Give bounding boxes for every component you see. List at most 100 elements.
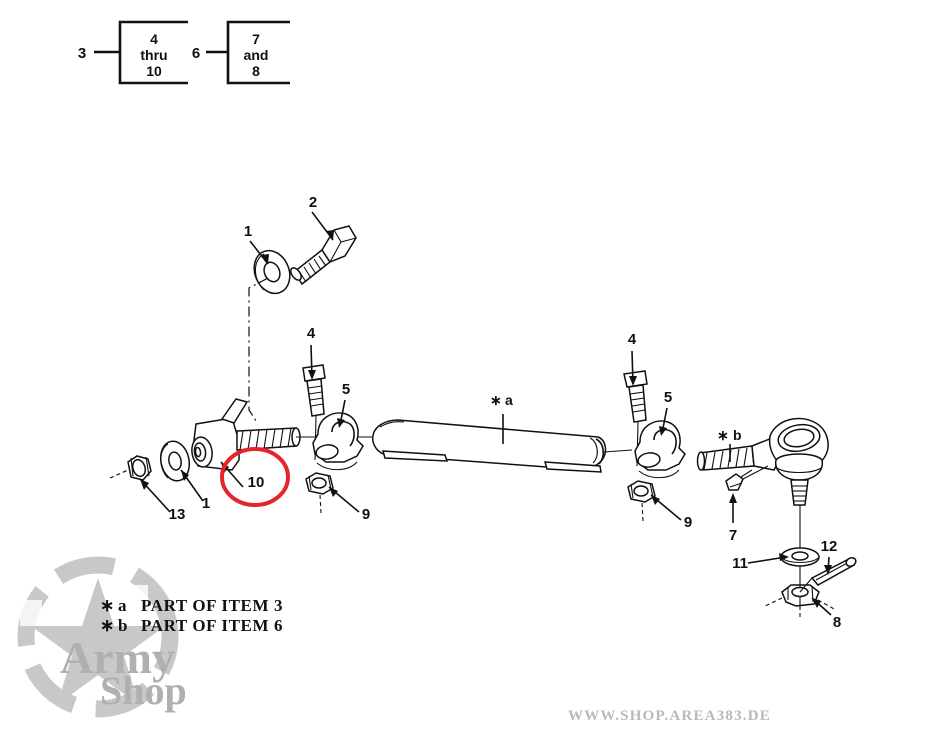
group-6-line-1: 7 [252,31,260,47]
legend-text-a: PART OF ITEM 3 [141,596,283,615]
group-6-line-2: and [244,47,269,63]
part-10-neck [220,398,249,424]
part-washer-top [253,249,291,295]
grease-fitting-lines [729,469,753,488]
star-shape [31,578,165,705]
part-tie-rod-tube [372,419,607,473]
legend-row-b: ∗ b PART OF ITEM 6 [100,616,282,635]
washer-11-hole [791,551,809,561]
callout-1-left: 1 [202,495,210,512]
callout-5-right: 5 [664,389,672,406]
leader-12-arrow [824,565,832,575]
hexnut-13-hole [131,458,147,478]
star-b-letter: b [733,427,742,443]
grease-fitting-stem [742,465,769,480]
part-10-collar-bore [194,446,202,458]
washer-1-left-shade [160,443,169,479]
bolt-top-head-facets [329,229,357,263]
clamp-5-left-base [316,461,358,471]
legend-letter-b: b [118,616,127,635]
star-ring [17,556,179,718]
cotter-pin-split [815,560,852,581]
tube-end-ring-1 [595,438,605,465]
nut-9-left-axis [319,494,322,514]
part-washer-11 [780,547,820,585]
star-a-letter: a [505,392,513,408]
group-3-line-1: 4 [150,31,158,47]
group-box-3: 3 4 thru 10 [78,20,188,85]
bolt-4-right-shank [628,384,647,423]
callout-4-right: 4 [628,331,637,348]
star-scuff-2 [130,585,148,599]
callout-8: 8 [833,614,841,631]
part-tie-rod-end-10 [191,398,301,471]
army-star-watermark [17,556,179,718]
callout-13: 13 [169,506,186,523]
washer-top-shade [254,253,265,291]
castle-nut-axis-right [817,599,837,611]
nut-9-left-facets [308,474,332,491]
leader-1-top-arrow [261,254,269,264]
legend-symbol-b: ∗ [100,616,114,635]
bolt-4-right-threads [629,391,646,413]
bolt-4-left-threads [307,385,324,407]
nut-9-right-axis [641,502,644,522]
callout-5-left: 5 [342,381,350,398]
legend-row-a: ∗ a PART OF ITEM 3 [100,596,283,615]
group-box-6: 6 7 and 8 [192,20,290,85]
group-3-number: 3 [78,45,86,62]
star-a-symbol: ∗ [490,392,502,408]
leader-11-arrow [779,553,789,561]
star-b-symbol: ∗ [717,427,729,443]
bolt-top-tip [290,267,302,281]
balljoint-thread-end [696,451,706,471]
leader-5-right-arrow [659,426,667,436]
clamp-5-right-base [638,469,680,479]
legend-letter-a: a [118,596,127,615]
washer-1-left-hole [168,451,182,471]
group-6-line-3: 8 [252,63,260,79]
clamp-5-right-inner-loop [653,428,677,455]
watermark-brand-line2: Shop [100,668,187,713]
nut-9-right-hole [633,485,649,497]
part-hexnut-13 [127,455,152,481]
group-3-line-3: 10 [146,63,162,79]
highlight-ring-item-10 [220,447,290,507]
balljoint-boot [775,453,824,481]
balljoint-stud-threads [792,485,807,502]
bolt-4-left-shank [306,378,325,417]
star-scuff-1 [20,600,42,626]
part-clamp-5-left [312,412,364,471]
tube-slot-left [381,450,449,462]
clamp-5-left-boss [315,444,339,460]
part-castle-nut-8 [762,584,837,620]
cotter-pin-eye [845,557,857,567]
clamp-5-right-boss [637,452,661,468]
leader-9-right-arrow [651,495,660,505]
part-10-threads [239,427,292,451]
nut-9-right-facets [630,482,654,499]
watermark-url: WWW.SHOP.AREA383.DE [568,708,771,724]
callout-12: 12 [821,538,838,555]
legend-symbol-a: ∗ [100,596,114,615]
callout-4-left: 4 [307,325,316,342]
leader-4-left-arrow [308,370,316,380]
centerline-washer-to-joint [248,277,269,425]
leader-13-arrow [140,479,149,490]
tube-end-ring-2 [589,437,598,464]
callout-9-left: 9 [362,506,370,523]
balljoint-boot-ring [776,467,822,474]
callout-7: 7 [729,527,737,544]
leader-8-arrow [812,598,821,608]
tube-slot-right [543,461,602,473]
clamp-5-left-inner-loop [331,420,355,447]
axis-dash-left [109,469,129,479]
callout-9-right: 9 [684,514,692,531]
leader-1-left-arrow [181,470,189,481]
callout-2: 2 [309,194,317,211]
part-clamp-5-right [634,420,686,479]
